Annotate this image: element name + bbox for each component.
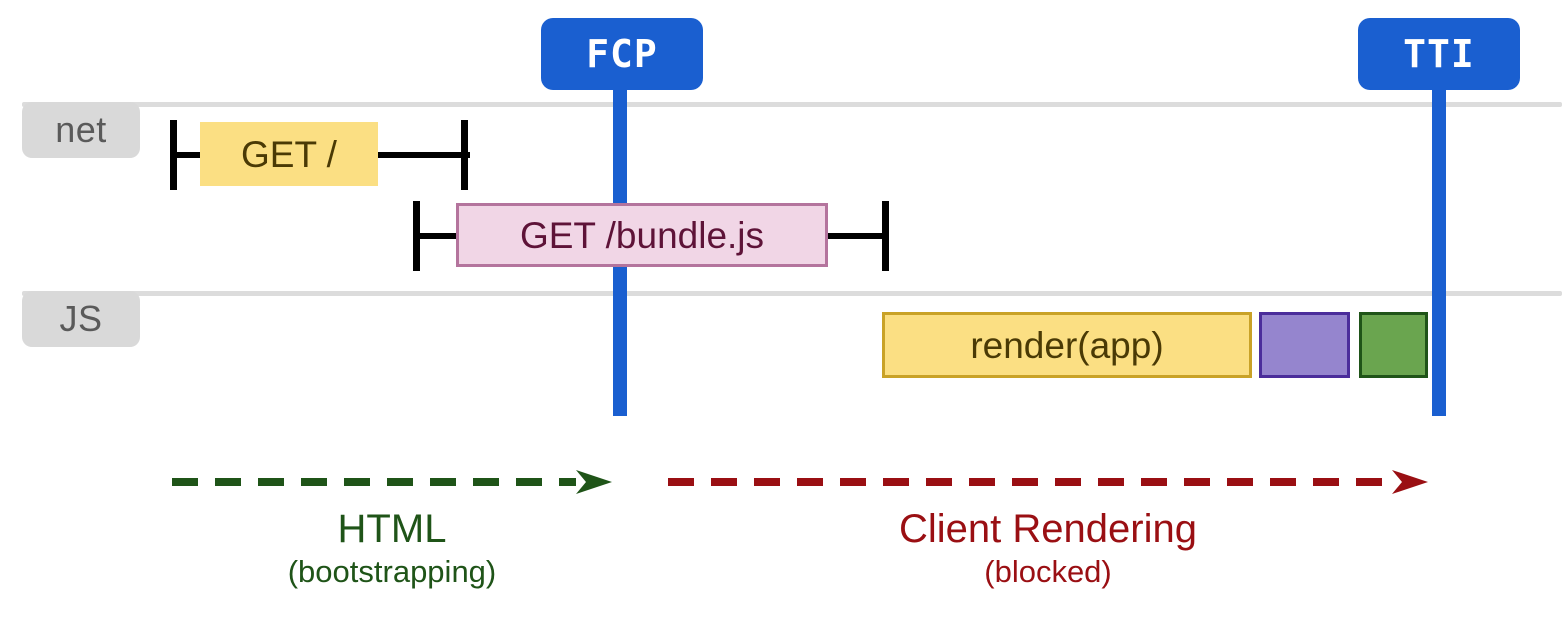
request-bar-get-bundle[interactable]: GET /bundle.js bbox=[456, 203, 828, 267]
milestone-fcp-badge[interactable]: FCP bbox=[541, 18, 703, 90]
task-bar-green[interactable] bbox=[1359, 312, 1428, 378]
dashed-arrow-right-icon bbox=[668, 470, 1428, 494]
milestone-tti-stem bbox=[1432, 88, 1446, 416]
phase-html-subtitle: (bootstrapping) bbox=[287, 554, 497, 590]
milestone-tti-badge[interactable]: TTI bbox=[1358, 18, 1520, 90]
phase-client-subtitle: (blocked) bbox=[984, 554, 1112, 590]
request-bar-get-root[interactable]: GET / bbox=[200, 122, 378, 186]
whisker-cap-right-get-root bbox=[461, 120, 468, 190]
phase-html-caption: HTML (bootstrapping) bbox=[172, 507, 612, 590]
lane-rule-js bbox=[22, 291, 1562, 296]
lane-label-js: JS bbox=[22, 291, 140, 347]
phase-client-caption: Client Rendering (blocked) bbox=[668, 507, 1428, 590]
lane-rule-net bbox=[22, 102, 1562, 107]
task-bar-purple[interactable] bbox=[1259, 312, 1350, 378]
dashed-arrow-right-icon bbox=[172, 470, 612, 494]
lane-label-net: net bbox=[22, 102, 140, 158]
whisker-cap-right-get-bundle bbox=[882, 201, 889, 271]
task-bar-render-app[interactable]: render(app) bbox=[882, 312, 1252, 378]
phase-html-title: HTML bbox=[337, 507, 447, 551]
whisker-cap-left-get-root bbox=[170, 120, 177, 190]
whisker-cap-left-get-bundle bbox=[413, 201, 420, 271]
phase-client-title: Client Rendering bbox=[899, 507, 1197, 551]
